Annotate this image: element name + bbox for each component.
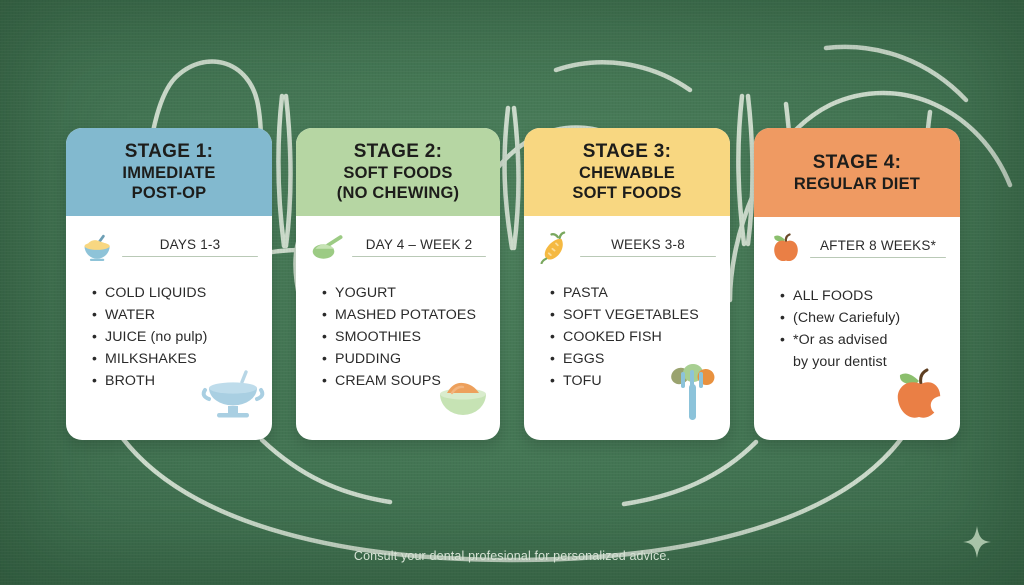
food-list: YOGURT MASHED POTATOES SMOOTHIES PUDDING… [310, 282, 486, 393]
stage-subtitle: REGULAR DIET [793, 175, 921, 194]
timing-block: AFTER 8 WEEKS* [810, 238, 946, 259]
stage-subtitle: CHEWABLE SOFT FOODS [572, 164, 682, 203]
timing-label: WEEKS 3-8 [611, 236, 685, 252]
timing-block: WEEKS 3-8 [580, 237, 716, 258]
stage-card-1[interactable]: STAGE 1: IMMEDIATE POST-OP DAYS 1-3 COLD… [66, 128, 272, 440]
food-item: EGGS [550, 348, 716, 370]
food-item: PUDDING [322, 348, 486, 370]
apple-icon [774, 233, 798, 262]
stage-card-header: STAGE 2: SOFT FOODS (NO CHEWING) [296, 128, 500, 216]
timing-divider [580, 255, 716, 258]
stage-title: STAGE 4: [812, 152, 902, 173]
food-item: JUICE (no pulp) [92, 326, 258, 348]
stage-subtitle: IMMEDIATE POST-OP [122, 164, 216, 203]
stage-card-body: WEEKS 3-8 PASTA SOFT VEGETABLES COOKED F… [524, 216, 730, 440]
food-item: COOKED FISH [550, 326, 716, 348]
carrot-icon [540, 231, 566, 264]
timing-divider [352, 255, 486, 258]
timing-row: AFTER 8 WEEKS* [768, 231, 946, 265]
stage-card-body: DAYS 1-3 COLD LIQUIDS WATER JUICE (no pu… [66, 216, 272, 440]
footer-note: Consult your dental profesional for pers… [353, 549, 671, 563]
timing-row: WEEKS 3-8 [538, 230, 716, 264]
food-item: TOFU [550, 370, 716, 392]
food-item-continuation: by your dentist [793, 354, 887, 371]
food-item: ALL FOODS [780, 285, 946, 307]
stage-card-body: AFTER 8 WEEKS* ALL FOODS (Chew Cariefuly… [754, 217, 960, 440]
timing-row: DAYS 1-3 [80, 230, 258, 264]
stage-card-2[interactable]: STAGE 2: SOFT FOODS (NO CHEWING) DAY 4 –… [296, 128, 500, 440]
food-item: WATER [92, 304, 258, 326]
food-list: ALL FOODS (Chew Cariefuly) *Or as advise… [768, 285, 946, 374]
timing-row: DAY 4 – WEEK 2 [310, 230, 486, 264]
timing-label: AFTER 8 WEEKS* [819, 237, 937, 253]
food-item: PASTA [550, 282, 716, 304]
scoop-spoon-icon [312, 235, 343, 259]
cereal-bowl-icon [84, 234, 110, 261]
timing-label: DAYS 1-3 [159, 236, 221, 252]
food-item: MASHED POTATOES [322, 304, 486, 326]
stage-card-header: STAGE 3: CHEWABLE SOFT FOODS [524, 128, 730, 216]
food-item: SMOOTHIES [322, 326, 486, 348]
food-item: *Or as advised [780, 329, 946, 351]
food-item: MILKSHAKES [92, 348, 258, 370]
sparkle-four-point-icon [963, 526, 991, 558]
timing-block: DAY 4 – WEEK 2 [352, 237, 486, 258]
food-item: BROTH [92, 370, 258, 392]
stage-card-header: STAGE 1: IMMEDIATE POST-OP [66, 128, 272, 216]
food-item: SOFT VEGETABLES [550, 304, 716, 326]
stage-title: STAGE 3: [582, 141, 672, 162]
food-item: CREAM SOUPS [322, 370, 486, 392]
stage-title: STAGE 1: [124, 141, 214, 162]
timing-label: DAY 4 – WEEK 2 [365, 236, 473, 252]
stage-card-3[interactable]: STAGE 3: CHEWABLE SOFT FOODS WEEKS 3-8 P… [524, 128, 730, 440]
food-item: (Chew Cariefuly) [780, 307, 946, 329]
stage-card-header: STAGE 4: REGULAR DIET [754, 128, 960, 218]
stage-subtitle: SOFT FOODS (NO CHEWING) [336, 164, 460, 203]
food-list: PASTA SOFT VEGETABLES COOKED FISH EGGS T… [538, 282, 716, 393]
food-list: COLD LIQUIDS WATER JUICE (no pulp) MILKS… [80, 282, 258, 393]
stage-title: STAGE 2: [353, 141, 443, 162]
timing-block: DAYS 1-3 [122, 237, 258, 258]
timing-divider [810, 256, 946, 259]
bitten-apple-icon [897, 368, 941, 418]
food-item: COLD LIQUIDS [92, 282, 258, 304]
timing-divider [122, 255, 258, 258]
stage-card-body: DAY 4 – WEEK 2 YOGURT MASHED POTATOES SM… [296, 216, 500, 440]
food-item: YOGURT [322, 282, 486, 304]
stage-card-4[interactable]: STAGE 4: REGULAR DIET AFTER 8 WEEKS* ALL… [754, 128, 960, 440]
